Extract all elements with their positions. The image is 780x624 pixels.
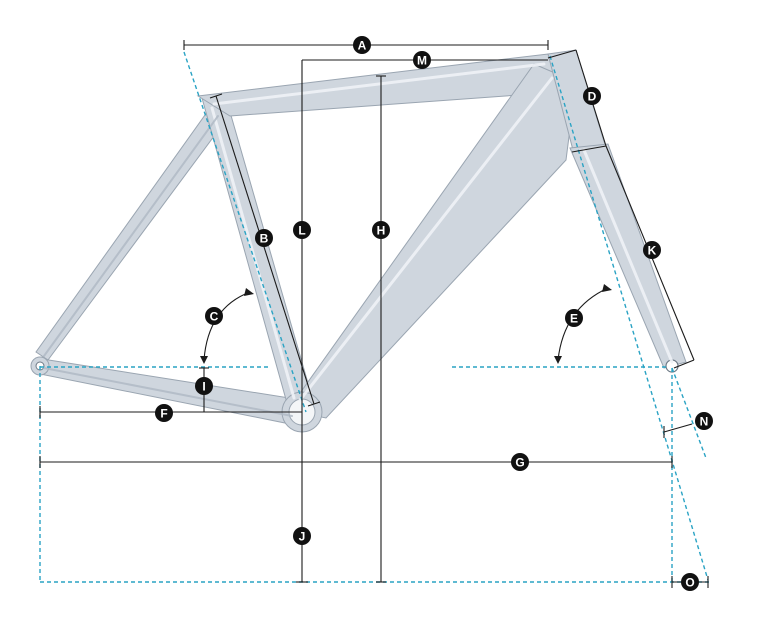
marker-n: N <box>695 412 713 430</box>
down-tube-highlight <box>298 76 554 402</box>
marker-o-circle <box>681 573 699 591</box>
marker-f-circle <box>155 404 173 422</box>
marker-n-circle <box>695 412 713 430</box>
arc-arrow-c2 <box>244 288 254 296</box>
dim-tick <box>673 359 695 369</box>
marker-g-label: G <box>515 456 524 470</box>
dim-line-n <box>663 423 693 433</box>
seat-tube-axis-guide <box>183 51 307 413</box>
marker-c: C <box>205 307 223 325</box>
marker-e-label: E <box>570 312 578 326</box>
marker-e: E <box>565 309 583 327</box>
dim-tick <box>571 145 607 153</box>
marker-l-label: L <box>298 224 305 238</box>
dim-tick <box>209 93 223 99</box>
marker-j-label: J <box>299 530 306 544</box>
marker-o-label: O <box>685 576 694 590</box>
bike-frame <box>30 49 687 433</box>
marker-h-circle <box>372 221 390 239</box>
chain-stay-shade <box>43 367 293 417</box>
marker-m-label: M <box>417 54 427 68</box>
marker-b-label: B <box>260 232 269 246</box>
marker-l: L <box>293 221 311 239</box>
marker-i-circle <box>195 377 213 395</box>
marker-d-circle <box>583 87 601 105</box>
marker-b-circle <box>255 229 273 247</box>
dim-arc-e <box>557 287 609 361</box>
top-tube-highlight <box>212 62 546 106</box>
marker-c-label: C <box>210 310 219 324</box>
marker-i-label: I <box>202 380 205 394</box>
marker-n-label: N <box>700 415 709 429</box>
marker-l-circle <box>293 221 311 239</box>
markers: A M D B L H K C <box>155 36 713 591</box>
steering-axis-guide <box>549 55 709 581</box>
down-tube <box>287 63 577 419</box>
marker-k-circle <box>643 241 661 259</box>
marker-a: A <box>353 36 371 54</box>
marker-h: H <box>372 221 390 239</box>
seat-tube-highlight <box>210 106 296 400</box>
marker-h-label: H <box>377 224 386 238</box>
marker-m-circle <box>413 51 431 69</box>
marker-k-label: K <box>648 244 657 258</box>
marker-m: M <box>413 51 431 69</box>
marker-c-circle <box>205 307 223 325</box>
marker-a-label: A <box>358 39 367 53</box>
marker-b: B <box>255 229 273 247</box>
dim-arc-c <box>203 291 251 361</box>
arc-arrow-c <box>200 356 208 364</box>
dim-tick <box>547 49 577 59</box>
marker-a-circle <box>353 36 371 54</box>
marker-e-circle <box>565 309 583 327</box>
fork-offset-guide <box>671 367 707 459</box>
marker-o: O <box>681 573 699 591</box>
marker-d-label: D <box>588 90 597 104</box>
arc-arrow-e <box>554 356 562 364</box>
fork-highlight <box>582 148 674 364</box>
dim-tick <box>307 401 321 407</box>
marker-j-circle <box>293 527 311 545</box>
marker-f: F <box>155 404 173 422</box>
guide-lines <box>39 51 710 583</box>
marker-g-circle <box>511 453 529 471</box>
marker-d: D <box>583 87 601 105</box>
marker-g: G <box>511 453 529 471</box>
marker-j: J <box>293 527 311 545</box>
marker-f-label: F <box>160 407 167 421</box>
marker-i: I <box>195 377 213 395</box>
dim-line-b <box>215 95 315 405</box>
marker-k: K <box>643 241 661 259</box>
arc-arrow-e2 <box>602 284 612 292</box>
seat-stay-shade <box>43 115 219 357</box>
